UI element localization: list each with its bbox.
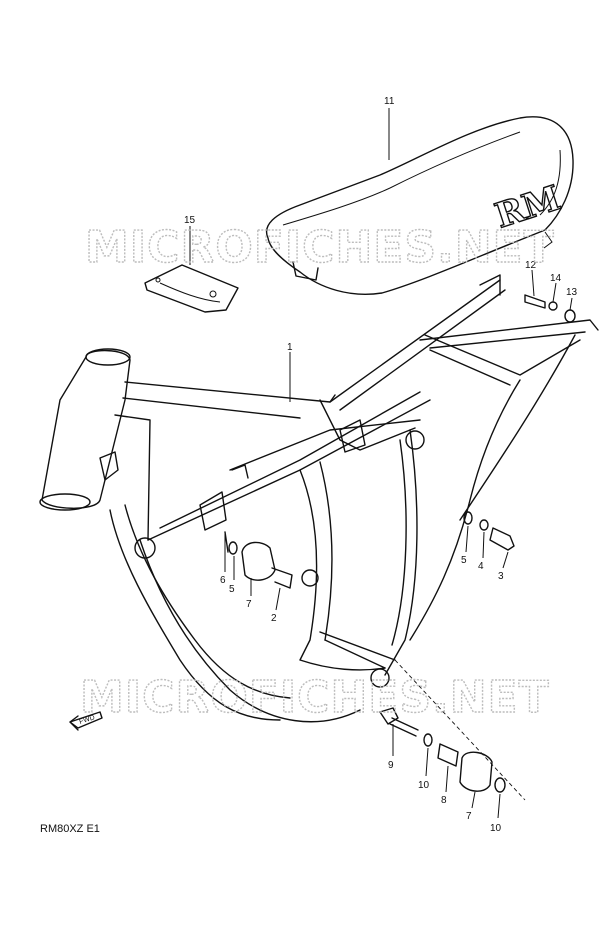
callout-14: 14 [550,273,562,284]
fwd-label: FWD [78,714,95,726]
callout-5-right: 5 [461,555,467,566]
callout-2: 2 [271,613,277,624]
callout-1: 1 [287,342,293,353]
lower-mount-hardware [379,659,526,801]
callout-9: 9 [388,760,394,771]
engine-mount-right-hardware [463,511,515,551]
seat-mount-hardware [524,294,576,323]
model-caption: RM80XZ E1 [40,823,100,835]
callout-13: 13 [566,287,578,298]
plate-part-15 [144,264,239,313]
callout-7-right: 7 [466,811,472,822]
callout-12: 12 [525,260,537,271]
callout-5-left: 5 [229,584,235,595]
watermark-top: MICROFICHES.NET [85,222,555,273]
callout-3: 3 [498,571,504,582]
callout-7-left: 7 [246,599,252,610]
frame-part-1 [39,274,599,723]
callout-15: 15 [184,215,196,226]
callout-4: 4 [478,561,484,572]
callout-6: 6 [220,575,226,586]
forward-arrow-icon: FWD [69,711,103,731]
watermark-bottom: MICROFICHES.NET [80,672,550,723]
leader-lines [189,108,573,819]
callout-numbers: 11 15 1 12 14 13 6 5 7 2 5 4 3 9 10 8 7 … [184,96,578,834]
engine-mount-left-hardware [224,531,293,589]
callout-10-left: 10 [418,780,430,791]
callout-10-right: 10 [490,823,502,834]
callout-11: 11 [384,96,395,107]
callout-8: 8 [441,795,447,806]
